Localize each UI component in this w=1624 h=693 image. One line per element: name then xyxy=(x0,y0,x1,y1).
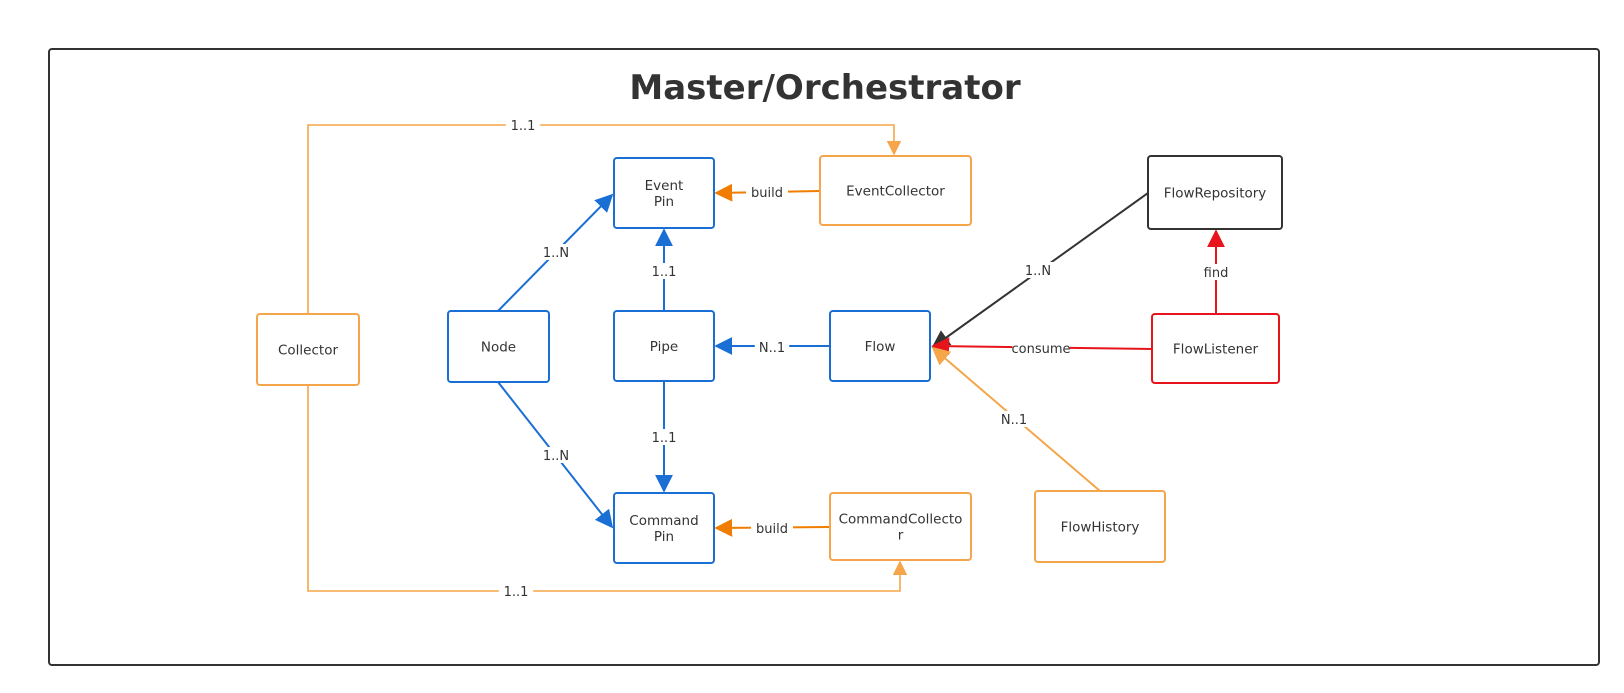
edge-label-bg xyxy=(498,583,534,599)
node-box[interactable] xyxy=(829,310,931,382)
node-label: Event xyxy=(645,178,684,194)
edge-label-bg xyxy=(754,339,790,355)
node-flow[interactable]: Flow xyxy=(829,310,931,382)
node-box[interactable] xyxy=(1151,313,1280,384)
edge-flow-pipe: N..1 xyxy=(714,337,830,356)
node-label: FlowRepository xyxy=(1164,186,1267,202)
edge-collector-event-collector: 1..1 xyxy=(307,117,902,314)
node-box[interactable] xyxy=(829,492,972,561)
edge-label: 1..N xyxy=(543,449,569,464)
edge-label: N..1 xyxy=(759,341,785,356)
edge-label: N..1 xyxy=(1001,413,1027,428)
node-box[interactable] xyxy=(1034,490,1166,563)
edge-label: 1..1 xyxy=(511,119,536,134)
edge-label-bg xyxy=(646,263,682,279)
edge-flow-listener-flow: consume xyxy=(931,337,1153,357)
edge-label-bg xyxy=(1012,340,1070,356)
node-label: CommandCollecto xyxy=(839,512,963,528)
node-box[interactable] xyxy=(256,313,360,386)
edge-label-bg xyxy=(751,520,793,536)
edge-node-event-pin: 1..N xyxy=(497,193,614,312)
edge-label-bg xyxy=(505,117,541,133)
edge-flow-repository-flow: 1..N xyxy=(931,192,1149,349)
edge-label: build xyxy=(756,522,788,537)
edge-label-bg xyxy=(538,447,574,463)
edge-label-bg xyxy=(1198,264,1234,280)
node-label: Pin xyxy=(654,529,674,545)
node-box[interactable] xyxy=(819,155,972,226)
edge-event-collector-event-pin: build xyxy=(714,183,821,202)
edge-label: 1..1 xyxy=(504,585,529,600)
edge-command-collector-command-pin: build xyxy=(714,518,831,537)
node-label: Command xyxy=(629,513,698,529)
edge-line xyxy=(307,124,902,314)
node-node[interactable]: Node xyxy=(447,310,550,383)
edge-label-bg xyxy=(538,244,574,260)
node-label: Pin xyxy=(654,194,674,210)
edge-label-bg xyxy=(746,184,788,200)
edge-label-bg xyxy=(996,411,1032,427)
diagram-frame xyxy=(48,48,1600,666)
node-box[interactable] xyxy=(613,310,715,382)
edge-node-command-pin: 1..N xyxy=(497,381,614,529)
edge-label: consume xyxy=(1011,342,1070,357)
edge-collector-command-collector: 1..1 xyxy=(307,385,908,600)
edge-label: build xyxy=(751,186,783,201)
node-event-collector[interactable]: EventCollector xyxy=(819,155,972,226)
edge-label-bg xyxy=(646,429,682,445)
edge-label: 1..N xyxy=(1025,264,1051,279)
node-label: r xyxy=(898,528,904,544)
edge-line xyxy=(307,385,908,592)
node-flow-repository[interactable]: FlowRepository xyxy=(1147,155,1283,230)
node-label: Flow xyxy=(865,339,896,355)
node-box[interactable] xyxy=(613,492,715,564)
node-flow-listener[interactable]: FlowListener xyxy=(1151,313,1280,384)
node-label: FlowHistory xyxy=(1061,520,1140,536)
node-collector[interactable]: Collector xyxy=(256,313,360,386)
node-box[interactable] xyxy=(1147,155,1283,230)
edge-label-bg xyxy=(1020,262,1056,278)
edge-label: find xyxy=(1204,266,1229,281)
edge-pipe-event-pin: 1..1 xyxy=(646,228,682,311)
edge-pipe-command-pin: 1..1 xyxy=(646,381,682,493)
edge-label: 1..N xyxy=(543,246,569,261)
diagram-title: Master/Orchestrator xyxy=(629,68,1021,108)
edge-flow-listener-flow-repository: find xyxy=(1198,229,1234,314)
node-flow-history[interactable]: FlowHistory xyxy=(1034,490,1166,563)
edge-label: 1..1 xyxy=(652,431,677,446)
edge-label: 1..1 xyxy=(652,265,677,280)
node-label: Pipe xyxy=(650,339,678,355)
node-label: Node xyxy=(481,340,516,356)
edge-flow-history-flow: N..1 xyxy=(931,346,1101,492)
node-label: EventCollector xyxy=(846,184,945,200)
node-box[interactable] xyxy=(447,310,550,383)
node-label: FlowListener xyxy=(1173,342,1259,358)
node-box[interactable] xyxy=(613,157,715,229)
node-label: Collector xyxy=(278,343,338,359)
node-pipe[interactable]: Pipe xyxy=(613,310,715,382)
